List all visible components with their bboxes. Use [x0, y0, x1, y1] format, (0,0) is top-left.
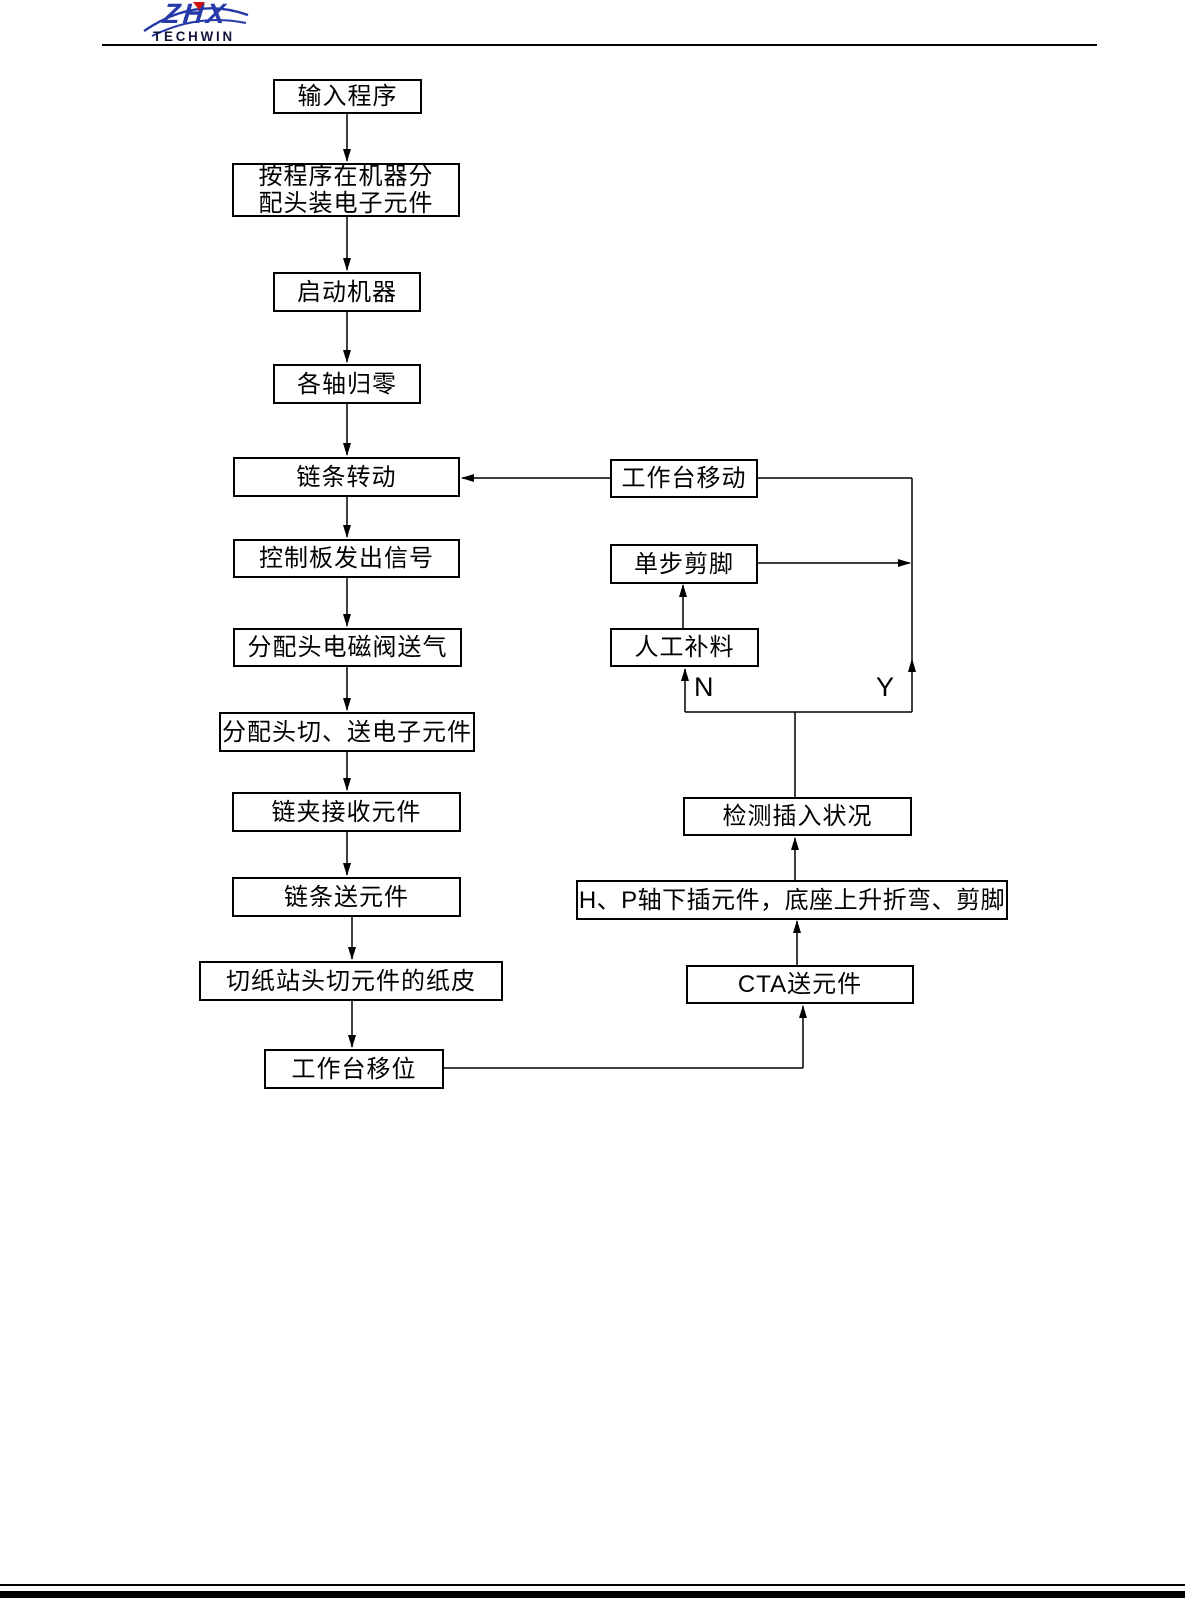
flow-node-worktable-shift: 工作台移位: [264, 1049, 444, 1089]
company-logo: ZHX TECHWIN: [140, 0, 360, 46]
flow-node-dispense-head-cut-send: 分配头切、送电子元件: [219, 712, 475, 752]
header-divider: [102, 44, 1097, 46]
footer-thin-rule: [0, 1584, 1185, 1586]
flow-node-chain-rotate: 链条转动: [233, 457, 460, 497]
flow-node-load-components-line1: 按程序在机器分: [258, 163, 434, 190]
flow-node-chain-send: 链条送元件: [232, 877, 461, 917]
flow-node-cta-send: CTA送元件: [686, 965, 914, 1004]
flow-node-control-board-signal: 控制板发出信号: [233, 539, 460, 578]
flow-node-paper-cut-station: 切纸站头切元件的纸皮: [199, 961, 503, 1001]
flow-node-axes-zero: 各轴归零: [273, 364, 421, 404]
flow-node-load-components: 按程序在机器分 配头装电子元件: [232, 163, 460, 217]
flow-node-single-step-cut: 单步剪脚: [610, 544, 758, 584]
flow-node-worktable-move: 工作台移动: [610, 459, 758, 498]
flow-node-dispense-head-air: 分配头电磁阀送气: [233, 628, 462, 667]
flow-node-hp-axis-insert: H、P轴下插元件，底座上升折弯、剪脚: [576, 880, 1008, 920]
branch-label-no: N: [694, 672, 714, 702]
branch-label-yes: Y: [876, 672, 895, 702]
flow-node-chain-clip-receive: 链夹接收元件: [232, 792, 461, 832]
flow-node-check-insertion: 检测插入状况: [683, 797, 912, 836]
logo-red-triangle-icon: [193, 2, 205, 10]
flow-node-input-program: 输入程序: [273, 79, 422, 114]
logo-subtitle-text: TECHWIN: [153, 28, 236, 44]
bus-up-arrowhead-icon: [908, 658, 916, 672]
flow-node-manual-refill: 人工补料: [610, 628, 759, 667]
connector-lines: [343, 113, 913, 1069]
flow-node-load-components-line2: 配头装电子元件: [258, 190, 434, 217]
footer-bar: [0, 1591, 1185, 1598]
flow-node-start-machine: 启动机器: [273, 272, 421, 312]
